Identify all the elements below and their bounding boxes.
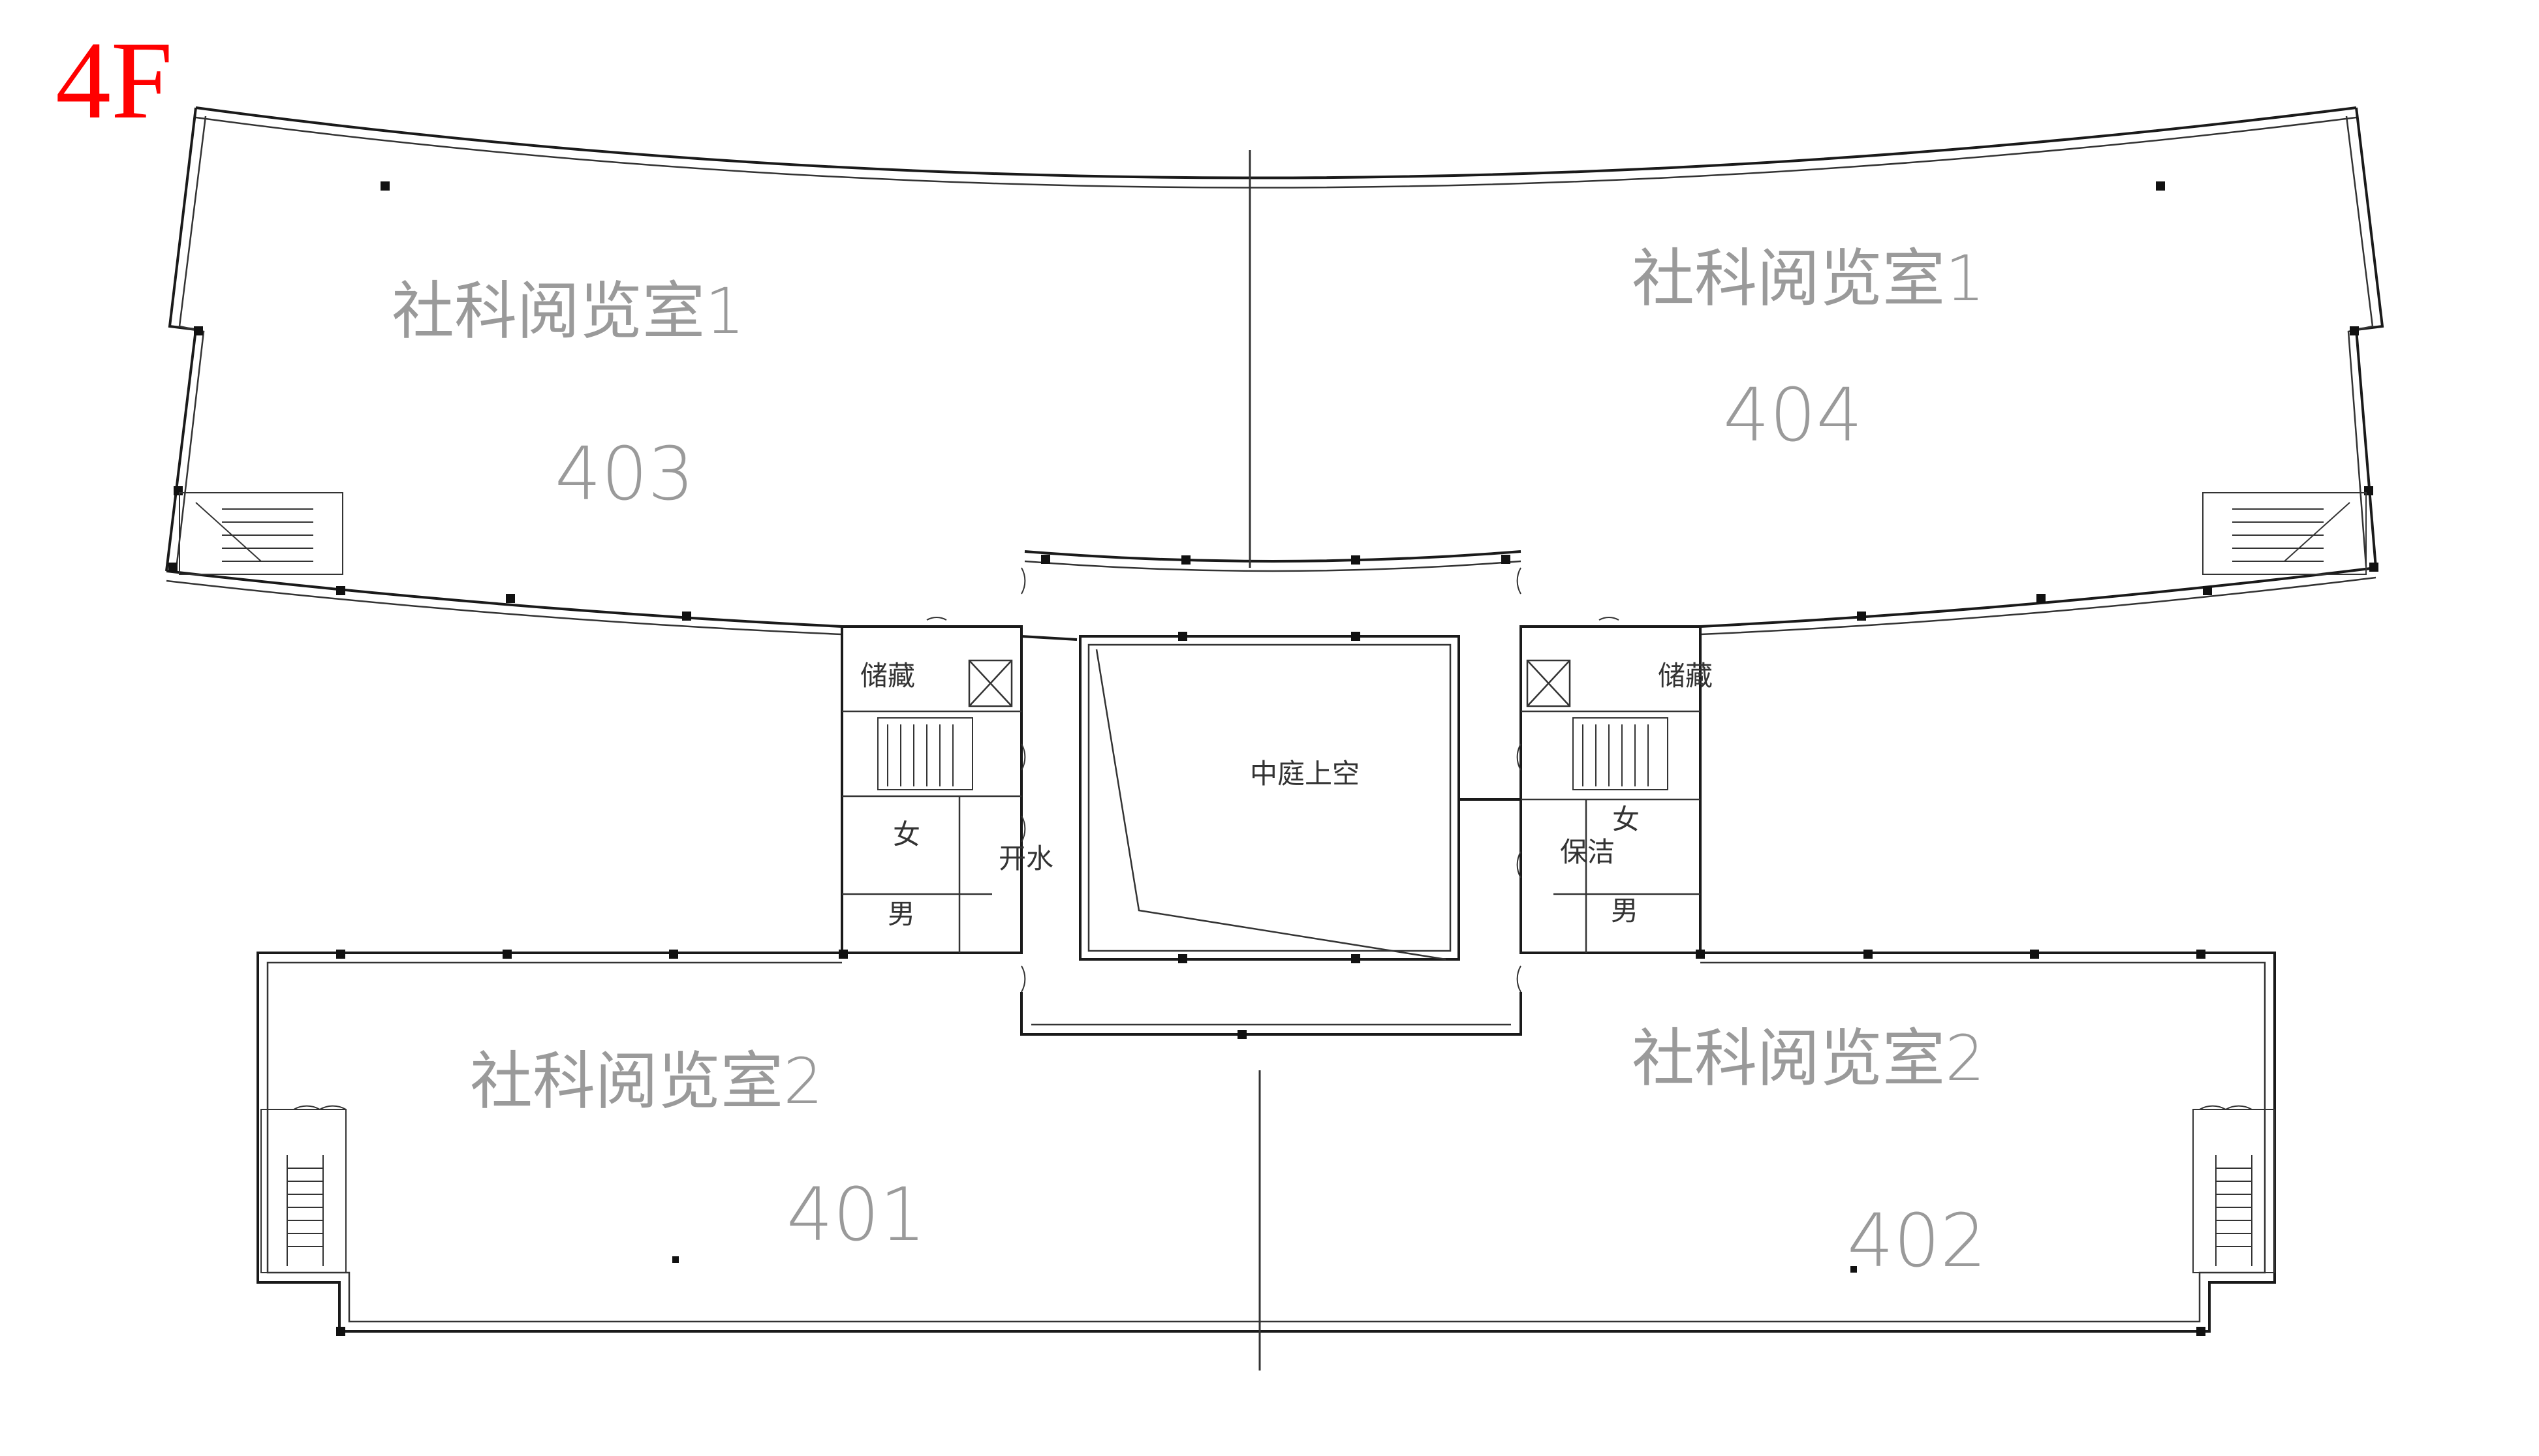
right-women-label: 女: [1612, 803, 1640, 835]
left-men-label: 男: [888, 898, 915, 930]
room-404-name: 社科阅览室1: [1632, 242, 1985, 315]
left-boiled-water-label: 开水: [999, 843, 1053, 875]
right-core: [1519, 625, 1702, 954]
room-402-number: 402: [1847, 1199, 1987, 1284]
right-cleaning-label: 保洁: [1560, 836, 1615, 868]
atrium-label: 中庭上空: [1250, 758, 1360, 790]
left-core: [841, 625, 1078, 954]
right-core-doors: [1516, 567, 1619, 993]
left-storage-label: 储藏: [860, 660, 915, 692]
lower-left-stair: [260, 1105, 347, 1273]
floor-label: 4F: [55, 19, 173, 142]
right-men-label: 男: [1611, 895, 1638, 927]
lower-wing: [257, 952, 2276, 1371]
lower-wing-columns: [336, 950, 2205, 1336]
upper-right-stair: [2202, 492, 2367, 575]
room-401-number: 401: [787, 1173, 926, 1258]
upper-left-stair: [179, 492, 343, 575]
left-women-label: 女: [893, 818, 920, 850]
upper-wing-columns: [168, 181, 2378, 621]
room-403-name: 社科阅览室1: [392, 275, 745, 348]
room-402-name: 社科阅览室2: [1632, 1022, 1985, 1095]
lower-right-stair: [2192, 1105, 2275, 1273]
atrium: [1079, 632, 1521, 963]
right-storage-label: 储藏: [1658, 660, 1713, 692]
room-403-number: 403: [555, 432, 694, 517]
upper-wing: [165, 106, 2384, 636]
room-401-name: 社科阅览室2: [470, 1045, 823, 1118]
left-core-doors: [926, 567, 1026, 993]
room-404-number: 404: [1723, 373, 1863, 458]
